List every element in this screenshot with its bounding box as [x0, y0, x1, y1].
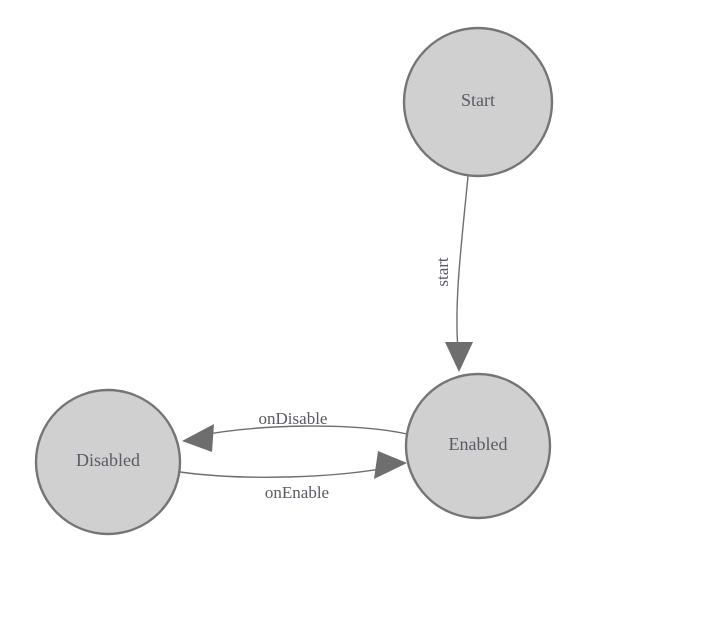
node-enabled[interactable]: Enabled	[404, 372, 552, 520]
edge-label-on-enable: onEnable	[265, 483, 329, 502]
edge-path-start-to-enabled	[456, 175, 469, 351]
node-disabled-label: Disabled	[76, 450, 140, 470]
edge-disabled-to-enabled[interactable]: onEnable	[179, 451, 407, 502]
node-disabled[interactable]: Disabled	[34, 388, 182, 536]
edge-path-on-disable	[191, 425, 408, 438]
node-enabled-label: Enabled	[449, 434, 508, 454]
edge-enabled-to-disabled[interactable]: onDisable	[182, 409, 408, 452]
node-enabled-circle[interactable]	[404, 372, 552, 520]
edge-start-to-enabled[interactable]: start	[433, 175, 473, 372]
edge-label-on-disable: onDisable	[259, 409, 328, 428]
arrowhead-right-icon	[374, 451, 407, 479]
arrowhead-down-icon	[445, 342, 473, 372]
node-start[interactable]: Start	[402, 26, 554, 178]
edge-path-on-enable	[179, 465, 397, 478]
arrowhead-left-icon	[182, 424, 214, 452]
node-start-circle[interactable]	[402, 26, 554, 178]
node-disabled-circle[interactable]	[34, 388, 182, 536]
edge-label-start: start	[433, 257, 452, 287]
node-start-label: Start	[461, 90, 495, 110]
